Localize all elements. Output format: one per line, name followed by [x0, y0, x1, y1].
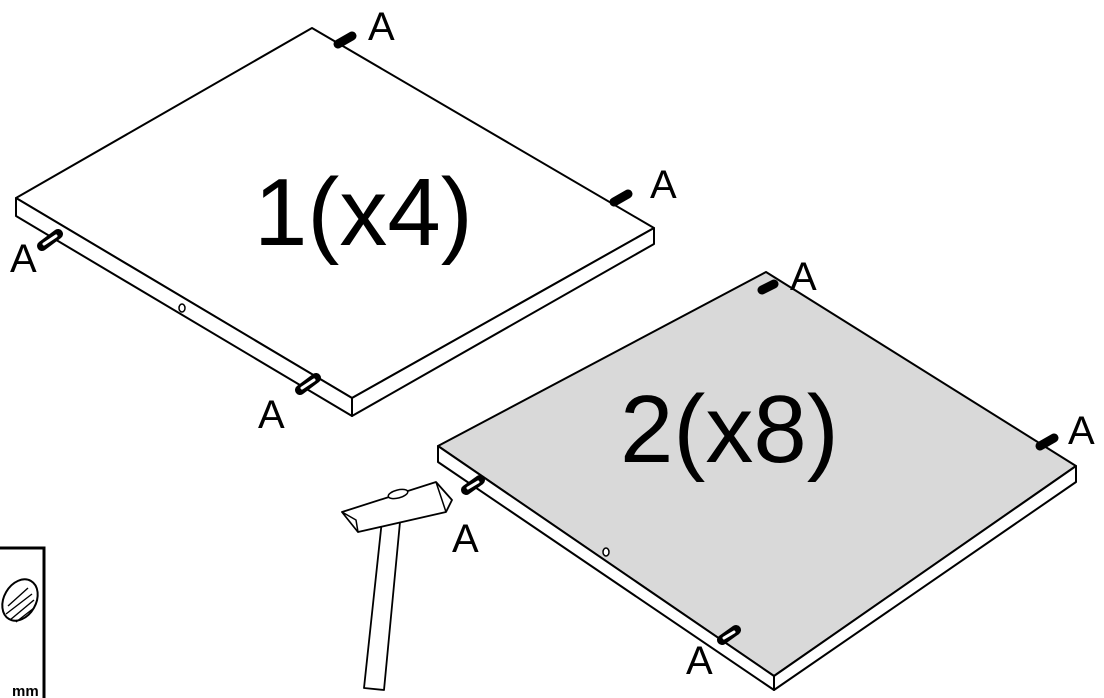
dowel: [461, 475, 485, 495]
callout-unit: mm: [12, 683, 39, 698]
dowel: [609, 189, 633, 207]
panel-2-label: 2(x8): [620, 376, 839, 483]
dowel: [1035, 433, 1059, 451]
dowel-label-a: A: [790, 255, 817, 299]
hardware-callout: mm: [0, 546, 46, 698]
panel-1: 1(x4): [15, 27, 655, 417]
dowel-label-a: A: [650, 163, 677, 207]
panel-2-edge-hole: [602, 547, 610, 557]
panel-1-side-edge: [351, 227, 655, 417]
dowel-label-a: A: [1068, 409, 1095, 453]
dowel: [717, 625, 741, 645]
dowel-label-a: A: [452, 517, 479, 561]
dowel-icon: [1, 578, 39, 623]
dowel: [333, 31, 357, 49]
dowel: [295, 373, 321, 395]
dowel-label-a: A: [258, 393, 285, 437]
panel-1-label: 1(x4): [254, 159, 473, 266]
dowel-label-a: A: [10, 237, 37, 281]
callout-frame: [0, 546, 46, 698]
dowel: [37, 229, 63, 251]
panel-1-edge-hole: [178, 303, 186, 313]
hammer-icon: [341, 481, 453, 691]
dowel: [757, 279, 779, 295]
panel-2-side-edge: [773, 465, 1077, 691]
dowel-label-a: A: [686, 639, 713, 683]
dowel-label-a: A: [368, 5, 395, 49]
panel-2: 2(x8): [437, 271, 1077, 691]
